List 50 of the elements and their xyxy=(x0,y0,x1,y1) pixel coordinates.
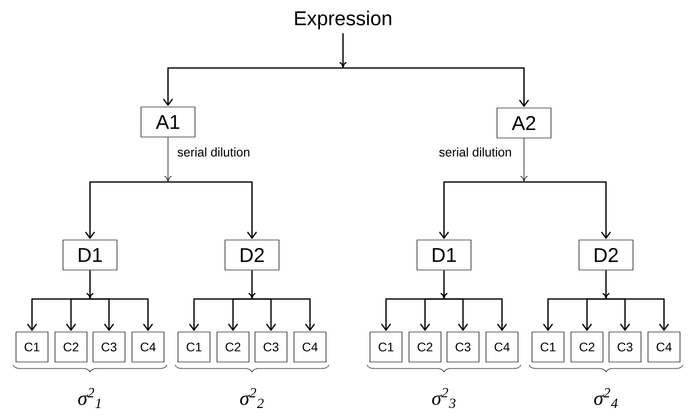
arrow xyxy=(162,67,343,106)
sample-box: C2 xyxy=(408,332,442,362)
sample-box: C1 xyxy=(16,332,48,362)
sample-box: C3 xyxy=(92,332,126,362)
arrow xyxy=(252,298,316,332)
arrow xyxy=(343,67,530,108)
sample-box: C1 xyxy=(178,332,210,362)
arrow xyxy=(524,181,612,240)
sample-box: C4 xyxy=(648,332,680,362)
sample-box: C3 xyxy=(446,332,480,362)
title-text: Expression xyxy=(295,10,392,30)
variance-label: σ$^{2}$1 xyxy=(78,388,100,408)
process-box: D1 xyxy=(416,240,472,270)
arrow xyxy=(90,298,154,332)
sample-box: C3 xyxy=(254,332,288,362)
variance-label: σ$^{2}$3 xyxy=(432,388,456,408)
sample-box: C3 xyxy=(608,332,642,362)
sample-box: C1 xyxy=(532,332,564,362)
arrow xyxy=(228,298,252,332)
process-box: D2 xyxy=(578,240,634,270)
edge-label: serial dilution xyxy=(438,146,513,158)
process-box: D2 xyxy=(224,240,280,270)
arrow xyxy=(420,298,444,332)
arrow xyxy=(438,181,524,240)
sample-box: C4 xyxy=(486,332,518,362)
arrow xyxy=(85,181,168,240)
sample-box: C4 xyxy=(132,332,164,362)
arrow xyxy=(602,270,610,299)
sample-box: C2 xyxy=(570,332,604,362)
edge-label: serial dilution xyxy=(176,146,252,158)
arrow xyxy=(66,298,90,332)
sample-box: C2 xyxy=(216,332,250,362)
process-box: A2 xyxy=(496,108,552,138)
sample-box: C1 xyxy=(370,332,402,362)
arrow xyxy=(164,137,172,182)
arrow xyxy=(606,298,670,332)
sample-box: C4 xyxy=(294,332,326,362)
sample-box: C2 xyxy=(54,332,88,362)
arrow xyxy=(582,298,606,332)
arrow xyxy=(440,270,448,299)
arrow xyxy=(248,270,256,299)
variance-label: σ$^{2}$4 xyxy=(594,388,618,408)
process-box: D1 xyxy=(62,240,118,270)
arrow xyxy=(168,181,258,240)
arrow xyxy=(520,138,528,182)
arrow xyxy=(86,270,94,299)
arrow xyxy=(340,33,346,68)
arrow xyxy=(444,298,508,332)
variance-label: σ$^{2}$2 xyxy=(240,388,264,408)
process-box: A1 xyxy=(140,106,196,138)
